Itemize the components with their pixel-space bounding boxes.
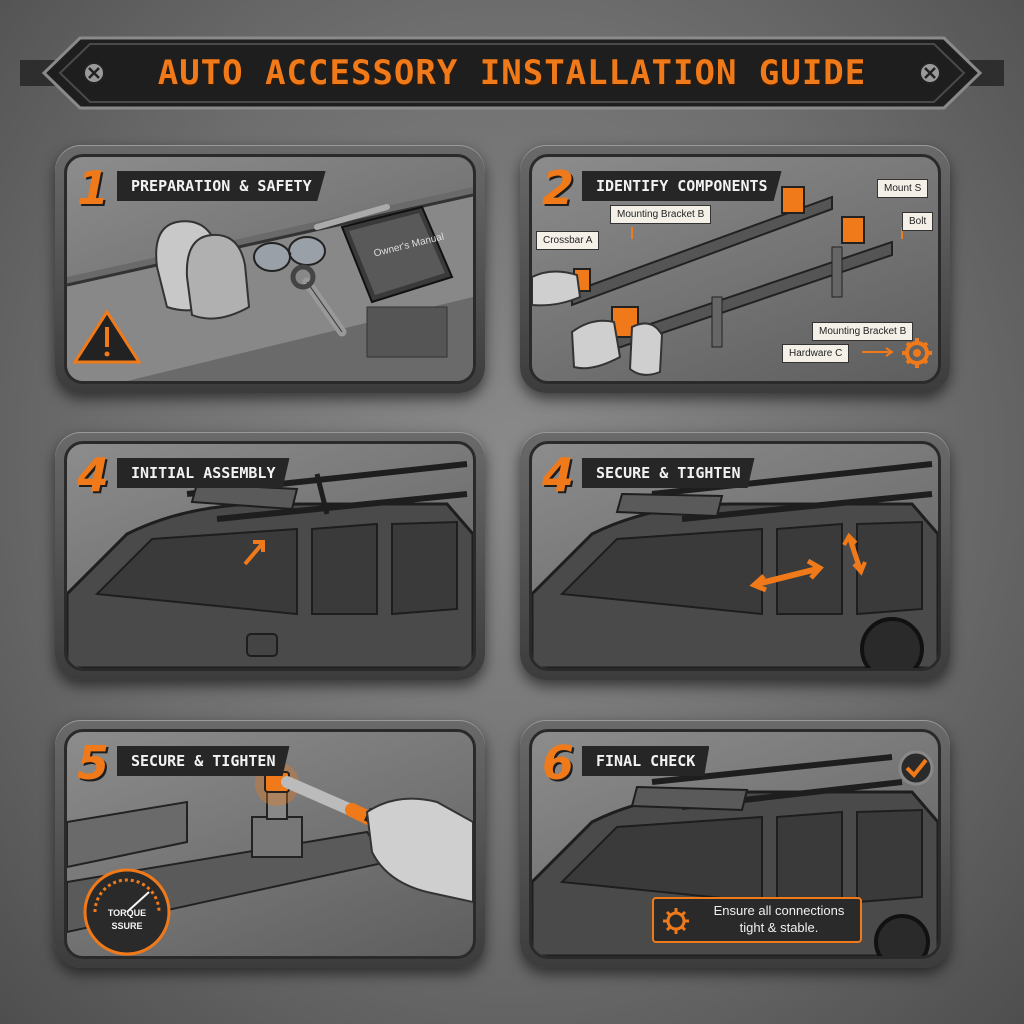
note-line-1: Ensure all connections — [713, 903, 845, 919]
panel-step-4: 4 SECURE & TIGHTEN — [520, 432, 950, 680]
goggles-icon — [253, 236, 326, 272]
step-number: 5 — [77, 736, 110, 790]
step-number: 4 — [542, 448, 575, 502]
gauge-label-1: TORQUE — [107, 908, 147, 918]
callout-crossbar-a: Crossbar A — [536, 231, 600, 250]
panel-step-5: TORQUE SSURE 5 SECURE & TIGHTEN — [55, 720, 485, 968]
step-number: 6 — [542, 736, 575, 790]
gloves-icon — [155, 220, 251, 320]
step-label: FINAL CHECK — [582, 746, 710, 776]
panel-step-1: Owner's Manual 1 PREPARATION & SAFETY — [55, 145, 485, 393]
banner-frame — [20, 36, 1004, 110]
manual-book — [340, 205, 454, 304]
step-label: INITIAL ASSEMBLY — [117, 458, 290, 488]
suv-side-scene — [532, 461, 938, 668]
step-number: 2 — [542, 161, 575, 215]
panel-step-3: 4 INITIAL ASSEMBLY — [55, 432, 485, 680]
title-banner: AUTO ACCESSORY INSTALLATION GUIDE — [20, 30, 1004, 116]
torque-scene — [67, 762, 473, 956]
step-label: SECURE & TIGHTEN — [582, 458, 755, 488]
gear-icon — [902, 338, 932, 368]
workbench-scene — [67, 187, 473, 381]
components-scene — [532, 186, 932, 376]
step-label: SECURE & TIGHTEN — [117, 746, 290, 776]
callout-mounting-bracket-bottom: Mounting Bracket B — [812, 322, 914, 341]
page-title: AUTO ACCESSORY INSTALLATION GUIDE — [157, 53, 867, 93]
torque-gauge-icon — [83, 868, 171, 956]
checkmark-icon — [898, 750, 934, 786]
step-number: 4 — [77, 448, 110, 502]
step-number: 1 — [77, 161, 110, 215]
callout-mount-right: Mount S — [877, 179, 929, 198]
screw-icon — [919, 62, 941, 84]
panel-step-2: Mounting Bracket B Crossbar A Mount S Bo… — [520, 145, 950, 393]
callout-hardware-c: Hardware C — [782, 344, 850, 363]
callout-bolt-right: Bolt — [902, 212, 934, 231]
panel-step-6: Ensure all connections tight & stable. 6… — [520, 720, 950, 968]
final-note-text: Ensure all connections tight & stable. — [698, 903, 860, 937]
arrow-icon — [749, 532, 867, 593]
gear-icon — [663, 908, 689, 934]
note-line-2: tight & stable. — [739, 920, 819, 935]
step-label: IDENTIFY COMPONENTS — [582, 171, 782, 201]
gauge-label-2: SSURE — [111, 921, 143, 931]
screw-icon — [83, 62, 105, 84]
final-note-box: Ensure all connections tight & stable. — [652, 897, 862, 943]
callout-mounting-bracket-top: Mounting Bracket B — [610, 205, 712, 224]
step-label: PREPARATION & SAFETY — [117, 171, 326, 201]
warning-icon — [72, 309, 142, 364]
wrench-icon — [290, 204, 390, 337]
